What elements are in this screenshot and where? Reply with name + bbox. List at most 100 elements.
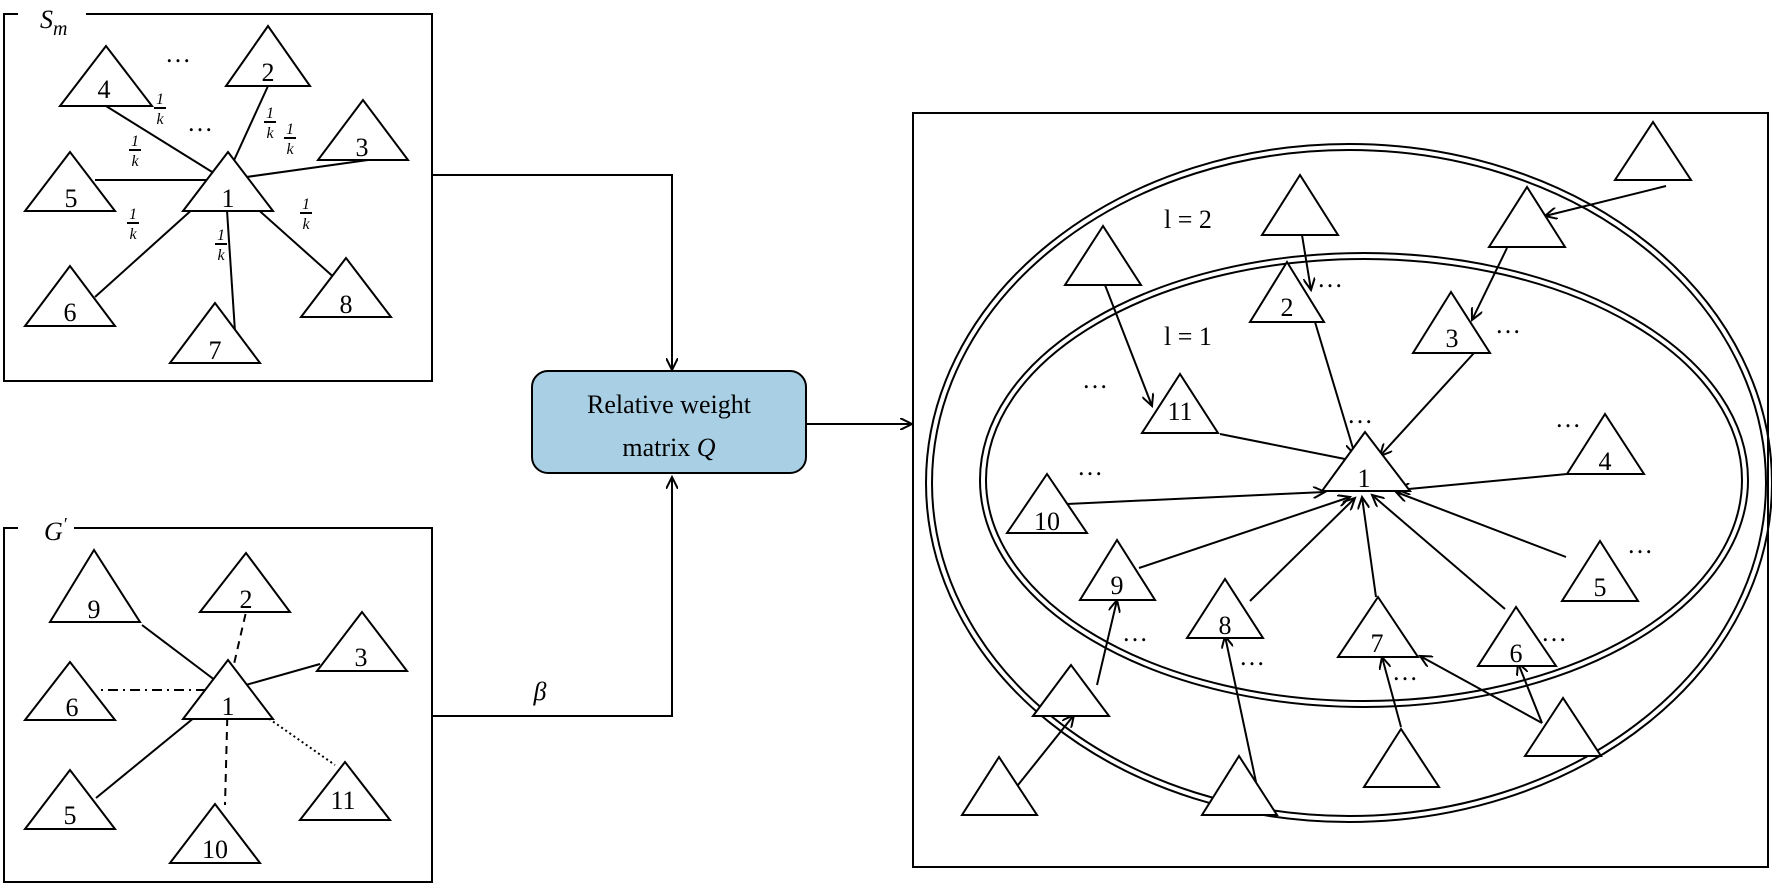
- panel-sm-title: Sm: [40, 5, 67, 40]
- matrix-box-bg: [531, 370, 807, 474]
- svg-text:10: 10: [1034, 507, 1060, 536]
- arrow-g-to-matrix: [432, 477, 672, 717]
- arrow-10-to-1: [1066, 492, 1325, 505]
- panel-sm-node-5: 5: [22, 150, 118, 213]
- svg-text:k: k: [217, 247, 225, 264]
- panel-g-node-11: 11: [297, 760, 393, 821]
- arrow-outer-to-3: [1472, 247, 1508, 320]
- svg-text:6: 6: [1510, 639, 1523, 668]
- svg-text:1: 1: [156, 91, 164, 108]
- ellipsis: …: [1082, 365, 1108, 394]
- result-ellipses: … … … … … … … … … … …: [1077, 264, 1653, 686]
- svg-text:8: 8: [1219, 611, 1232, 640]
- svg-text:11: 11: [330, 786, 355, 815]
- panel-sm-node-8: 8: [298, 256, 394, 319]
- weight-label: 1k: [300, 196, 312, 233]
- svg-text:1: 1: [1358, 464, 1371, 493]
- result-node-11: 11: [1140, 372, 1220, 434]
- ellipsis: …: [1392, 657, 1418, 686]
- svg-text:2: 2: [262, 58, 275, 87]
- svg-text:11: 11: [1167, 397, 1192, 426]
- result-node-6: 6: [1476, 605, 1558, 668]
- ellipsis: …: [1495, 310, 1521, 339]
- outer-node: [1063, 224, 1143, 286]
- svg-text:k: k: [131, 153, 139, 170]
- ellipsis: …: [1627, 530, 1653, 559]
- ellipsis: …: [1541, 618, 1567, 647]
- svg-text:5: 5: [65, 184, 78, 213]
- arrow-7-to-1: [1362, 497, 1377, 598]
- svg-text:1: 1: [302, 196, 310, 213]
- panel-g-title: G′: [44, 514, 68, 546]
- outer-node: [960, 755, 1039, 816]
- arrow-11-to-1: [1219, 433, 1360, 462]
- panel-g: G′ 9 2 3 6 1 5 10 11: [3, 514, 433, 883]
- panel-g-node-2: 2: [197, 551, 292, 614]
- result-node-8: 8: [1185, 577, 1265, 640]
- arrow-outer-to-9: [1096, 600, 1117, 686]
- svg-text:7: 7: [1371, 629, 1384, 658]
- panel-result: l = 2 l = 1 1 2 3: [912, 112, 1772, 868]
- panel-sm-node-2: 2: [224, 24, 312, 87]
- arrow-sm-to-matrix: [432, 174, 672, 370]
- arrow-9-to-1: [1138, 497, 1350, 569]
- arrow-2-to-1: [1314, 321, 1355, 455]
- arrow-outer-to-11: [1104, 284, 1152, 406]
- svg-text:1: 1: [286, 121, 294, 138]
- result-node-10: 10: [1005, 472, 1089, 536]
- result-node-9: 9: [1078, 538, 1157, 601]
- svg-text:9: 9: [88, 595, 101, 624]
- outer-node: [1031, 663, 1111, 717]
- ellipsis: …: [1239, 642, 1265, 671]
- panel-sm-node-7: 7: [168, 301, 262, 365]
- arrow-outer-to-outer: [1017, 715, 1074, 786]
- svg-text:1: 1: [266, 105, 274, 122]
- panel-g-node-10: 10: [167, 802, 263, 864]
- panel-g-node-5: 5: [22, 768, 118, 830]
- panel-sm-frame: [3, 13, 433, 382]
- arrow-4-to-1: [1398, 473, 1568, 490]
- outer-node: [1613, 120, 1693, 181]
- arrow-outer-to-outer: [1545, 185, 1667, 216]
- matrix-box: Relative weight matrix Q: [531, 370, 807, 474]
- panel-g-node-1: 1: [180, 658, 276, 721]
- panel-sm: Sm 4 2 3 5 1 6 8 7 1k 1k 1k 1k 1k 1k 1k: [3, 5, 433, 382]
- svg-text:1: 1: [129, 206, 137, 223]
- ring-inner-a: [979, 252, 1749, 708]
- ellipsis: …: [1555, 404, 1581, 433]
- panel-sm-node-6: 6: [23, 264, 117, 327]
- svg-text:k: k: [302, 216, 310, 233]
- ellipsis: …: [1347, 400, 1373, 429]
- ellipsis: …: [1317, 264, 1343, 293]
- outer-node: [1200, 754, 1279, 816]
- ring-outer-a: [925, 143, 1772, 823]
- panel-sm-node-4: 4: [57, 44, 155, 107]
- ellipsis: …: [187, 108, 213, 137]
- svg-text:5: 5: [1594, 573, 1607, 602]
- svg-text:1: 1: [222, 692, 235, 721]
- result-node-3: 3: [1411, 290, 1492, 354]
- svg-text:6: 6: [66, 693, 79, 722]
- result-arrows: [1017, 185, 1667, 786]
- svg-text:6: 6: [64, 298, 77, 327]
- matrix-line2: matrix Q: [622, 433, 715, 462]
- edge-1-4: [105, 105, 226, 181]
- weight-label: 1k: [215, 227, 227, 264]
- weight-label: 1k: [264, 105, 276, 142]
- arrow-outer-to-2: [1301, 234, 1311, 290]
- svg-text:1: 1: [222, 184, 235, 213]
- result-node-7: 7: [1336, 595, 1420, 658]
- weight-label: 1k: [127, 206, 139, 243]
- arrow-8-to-1: [1249, 498, 1355, 602]
- weight-label: 1k: [154, 91, 166, 128]
- ellipsis: …: [1122, 618, 1148, 647]
- connectors: β: [432, 174, 912, 717]
- outer-node: [1362, 727, 1441, 788]
- result-node-1: 1: [1320, 430, 1413, 493]
- result-node-5: 5: [1560, 539, 1640, 602]
- svg-text:8: 8: [340, 290, 353, 319]
- matrix-line1: Relative weight: [587, 390, 752, 419]
- result-node-2: 2: [1248, 260, 1326, 323]
- svg-text:5: 5: [64, 801, 77, 830]
